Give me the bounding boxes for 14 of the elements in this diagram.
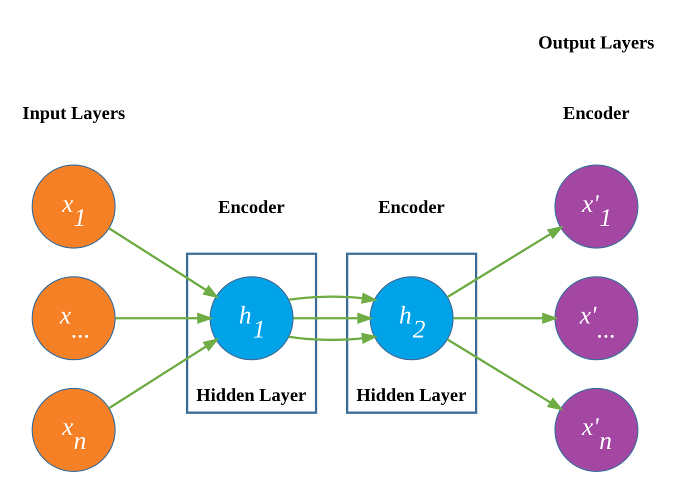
- arrow: [288, 332, 378, 344]
- arrow: [293, 312, 374, 324]
- arrow: [446, 226, 564, 298]
- label: Output Layers: [538, 32, 654, 53]
- arrow: [108, 227, 220, 298]
- arrow: [108, 338, 220, 410]
- label: Encoder: [563, 102, 630, 123]
- arrow: [446, 338, 564, 411]
- arrow: [453, 312, 558, 324]
- label: Input Layers: [22, 102, 126, 123]
- arrow: [116, 312, 214, 324]
- arrow: [288, 292, 378, 304]
- label: Encoder: [218, 197, 285, 218]
- label: Encoder: [378, 197, 445, 218]
